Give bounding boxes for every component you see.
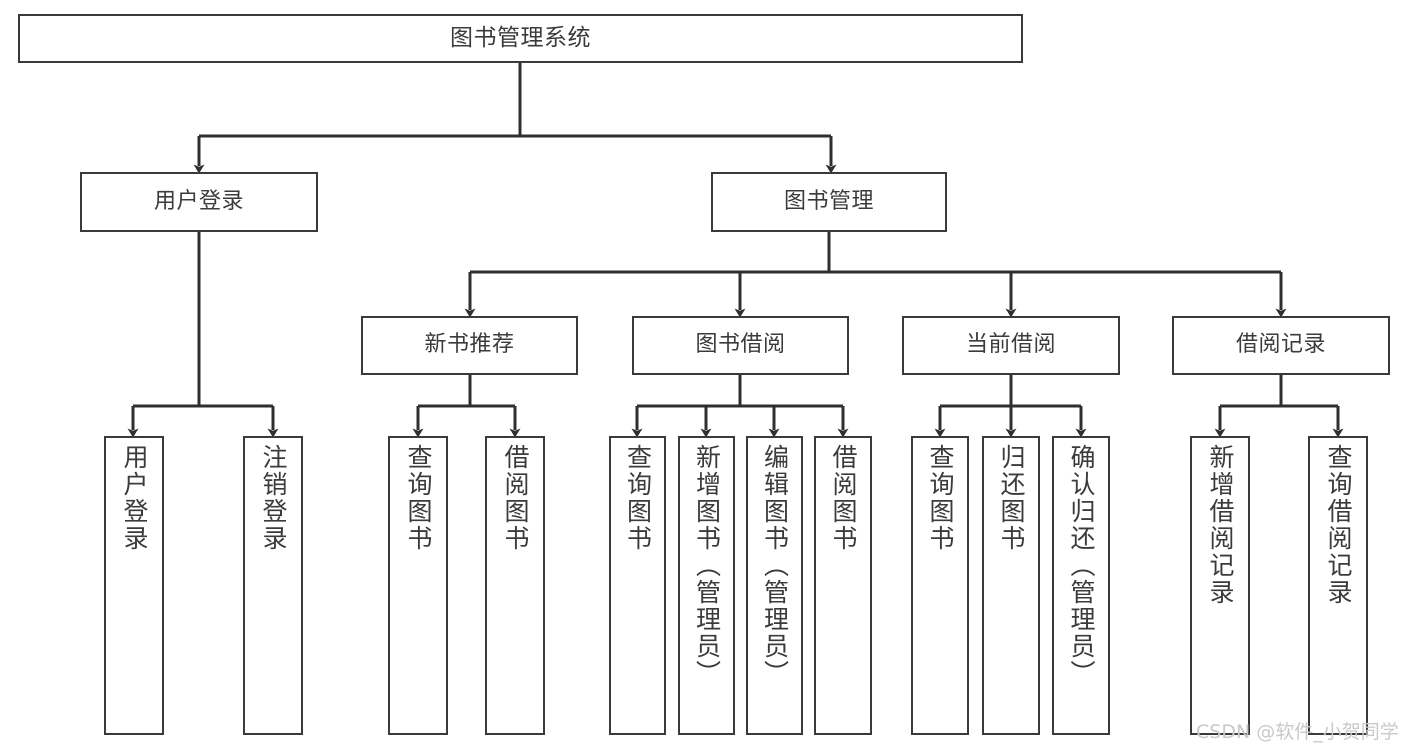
leaf-label: 编辑图书（管理员） — [760, 444, 790, 687]
leaf-label: 归还图书 — [997, 444, 1026, 552]
leaf-query-book-borrow[interactable]: 查询图书 — [609, 436, 666, 735]
leaf-label: 注销登录 — [259, 444, 288, 552]
node-new-book-recommend-label: 新书推荐 — [424, 332, 515, 358]
node-borrow-record[interactable]: 借阅记录 — [1172, 316, 1390, 375]
leaf-label: 确认归还（管理员） — [1067, 444, 1096, 687]
leaf-query-borrow-record[interactable]: 查询借阅记录 — [1308, 436, 1368, 735]
leaf-query-book-recommend[interactable]: 查询图书 — [388, 436, 448, 735]
node-book-management[interactable]: 图书管理 — [711, 172, 947, 232]
leaf-logout[interactable]: 注销登录 — [243, 436, 303, 735]
node-current-borrow[interactable]: 当前借阅 — [902, 316, 1120, 375]
leaf-add-borrow-record[interactable]: 新增借阅记录 — [1190, 436, 1250, 735]
node-current-borrow-label: 当前借阅 — [965, 332, 1056, 358]
leaf-query-book-current[interactable]: 查询图书 — [911, 436, 969, 735]
watermark: CSDN @软件_小贺同学 — [1196, 721, 1399, 743]
node-user-login-label: 用户登录 — [153, 188, 244, 214]
leaf-add-book-admin[interactable]: 新增图书（管理员） — [678, 436, 735, 735]
node-user-login[interactable]: 用户登录 — [80, 172, 318, 232]
node-book-borrow-label: 图书借阅 — [695, 332, 786, 358]
node-book-borrow[interactable]: 图书借阅 — [632, 316, 849, 375]
node-book-management-label: 图书管理 — [783, 188, 874, 214]
leaf-label: 查询借阅记录 — [1324, 444, 1353, 606]
leaf-label: 查询图书 — [404, 444, 433, 552]
node-new-book-recommend[interactable]: 新书推荐 — [361, 316, 578, 375]
leaf-confirm-return-admin[interactable]: 确认归还（管理员） — [1052, 436, 1110, 735]
leaf-borrow-book[interactable]: 借阅图书 — [814, 436, 872, 735]
leaf-user-login[interactable]: 用户登录 — [104, 436, 164, 735]
leaf-label: 查询图书 — [623, 444, 653, 552]
node-root-label: 图书管理系统 — [450, 24, 591, 51]
leaf-label: 借阅图书 — [829, 444, 858, 552]
node-root[interactable]: 图书管理系统 — [18, 14, 1023, 63]
leaf-label: 用户登录 — [120, 444, 149, 552]
leaf-return-book[interactable]: 归还图书 — [982, 436, 1040, 735]
leaf-label: 新增借阅记录 — [1206, 444, 1235, 606]
leaf-label: 新增图书（管理员） — [692, 444, 722, 687]
leaf-label: 查询图书 — [926, 444, 955, 552]
node-borrow-record-label: 借阅记录 — [1235, 332, 1326, 358]
leaf-label: 借阅图书 — [501, 444, 530, 552]
leaf-borrow-book-recommend[interactable]: 借阅图书 — [485, 436, 545, 735]
leaf-edit-book-admin[interactable]: 编辑图书（管理员） — [746, 436, 803, 735]
